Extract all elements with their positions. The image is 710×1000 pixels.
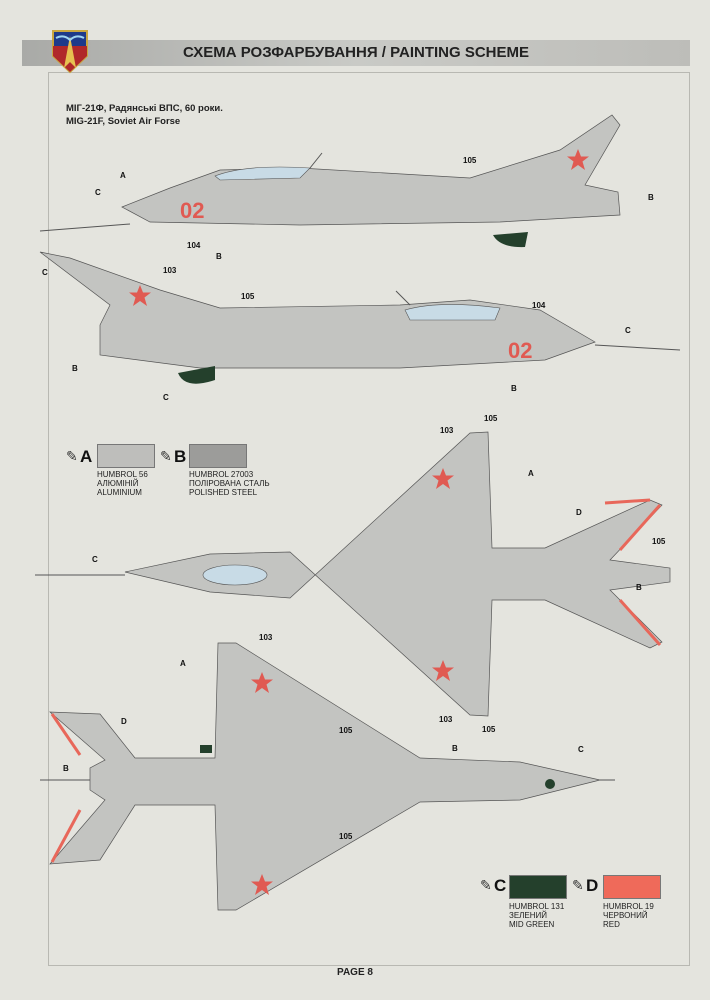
page-frame [48, 72, 690, 966]
callouts: A C 105 B 104 B C 103 105 104 C B B C 10… [42, 156, 666, 841]
paint-name-en: POLISHED STEEL [189, 488, 258, 497]
callout: 103 [439, 715, 453, 724]
paint-info: HUMBROL 19 ЧЕРВОНИЙ RED [603, 902, 693, 929]
paint-code: HUMBROL 131 [509, 902, 565, 911]
header-bar: СХЕМА РОЗФАРБУВАННЯ / PAINTING SCHEME [22, 40, 690, 66]
paint-code: HUMBROL 27003 [189, 470, 254, 479]
callout: D [576, 508, 582, 517]
callout: 103 [163, 266, 177, 275]
color-swatch [97, 444, 155, 468]
paint-letter: A [80, 447, 93, 466]
page-number: PAGE 8 [337, 967, 373, 978]
brush-icon: ✎ [66, 448, 78, 464]
brush-icon: ✎ [480, 877, 492, 893]
paint-name-ua: АЛЮМІНІЙ [97, 479, 139, 488]
callout: 104 [532, 301, 546, 310]
callout: B [511, 384, 517, 393]
page-title: СХЕМА РОЗФАРБУВАННЯ / PAINTING SCHEME [182, 44, 530, 61]
callout: C [163, 393, 169, 402]
callout: 103 [440, 426, 454, 435]
callout: 105 [482, 725, 496, 734]
callout: A [528, 469, 534, 478]
callout: C [42, 268, 48, 277]
callout: D [121, 717, 127, 726]
paint-letter: B [174, 447, 187, 466]
bottom-view [40, 642, 615, 911]
color-swatch [603, 875, 661, 899]
callout: B [63, 764, 69, 773]
callout: 105 [339, 832, 353, 841]
callout: 104 [187, 241, 201, 250]
callout: A [120, 171, 126, 180]
side1-number: 02 [180, 198, 204, 223]
paint-info: HUMBROL 131 ЗЕЛЕНИЙ MID GREEN [509, 902, 599, 929]
paint-code: HUMBROL 56 [97, 470, 148, 479]
callout: 105 [463, 156, 477, 165]
paint-name-en: MID GREEN [509, 920, 555, 929]
callout: B [636, 583, 642, 592]
callout: 105 [484, 414, 498, 423]
paint-info: HUMBROL 27003 ПОЛІРОВАНА СТАЛЬ POLISHED … [189, 470, 279, 497]
callout: B [72, 364, 78, 373]
callout: 105 [652, 537, 666, 546]
paint-name-en: RED [603, 920, 620, 929]
modelsvit-logo [52, 30, 88, 74]
callout: C [625, 326, 631, 335]
callout: B [452, 744, 458, 753]
callout: C [92, 555, 98, 564]
paint-name-ua: ЗЕЛЕНИЙ [509, 911, 548, 920]
callout: A [180, 659, 186, 668]
callout: 105 [339, 726, 353, 735]
side2-number: 02 [508, 338, 532, 363]
color-swatch [509, 875, 567, 899]
paint-name-en: ALUMINIUM [97, 488, 142, 497]
paint-letter: C [494, 876, 507, 895]
callout: C [95, 188, 101, 197]
color-swatch [189, 444, 247, 468]
callout: B [216, 252, 222, 261]
top-view [35, 431, 671, 717]
callout: 105 [241, 292, 255, 301]
callout: B [648, 193, 654, 202]
paint-code: HUMBROL 19 [603, 902, 654, 911]
brush-icon: ✎ [160, 448, 172, 464]
side-view-2: 02 [39, 251, 681, 384]
callout: C [578, 745, 584, 754]
paint-name-ua: ЧЕРВОНИЙ [603, 911, 648, 920]
paint-letter: D [586, 876, 599, 895]
caption-ua: МІГ-21Ф, Радянські ВПС, 60 роки. [66, 103, 223, 114]
paint-name-ua: ПОЛІРОВАНА СТАЛЬ [189, 479, 270, 488]
brush-icon: ✎ [572, 877, 584, 893]
callout: 103 [259, 633, 273, 642]
caption-en: MIG-21F, Soviet Air Forse [66, 116, 181, 127]
paint-info: HUMBROL 56 АЛЮМІНІЙ ALUMINIUM [97, 470, 187, 497]
side-view-1: 02 [39, 114, 621, 248]
